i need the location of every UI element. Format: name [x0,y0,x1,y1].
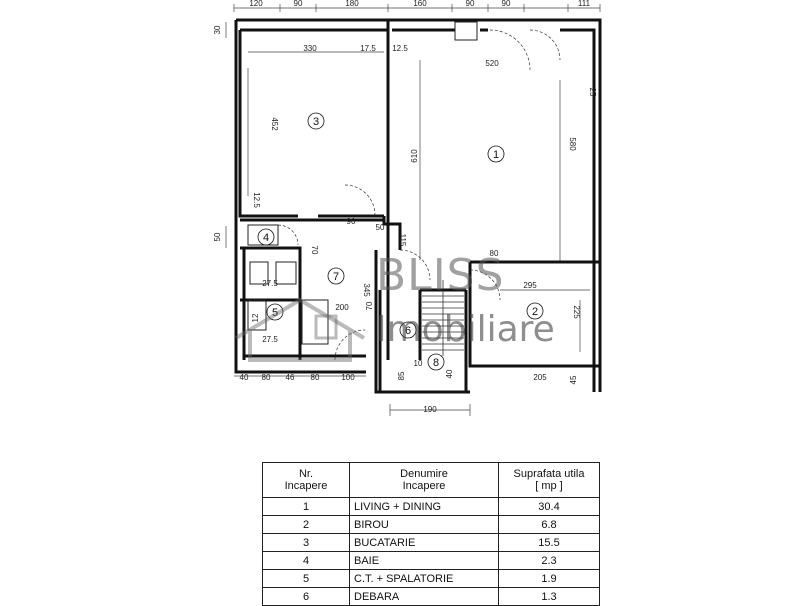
dim-27-5-upper: 27.5 [262,279,278,288]
house-logo-icon [234,297,366,362]
bottom-dim-3: 46 [286,373,295,382]
dim-610: 610 [410,149,419,163]
dim-45: 45 [569,375,578,384]
dim-70-upper: 70 [310,246,319,255]
room-5-label: 5 [272,307,278,319]
dim-295: 295 [523,281,537,290]
fixtures [247,21,478,345]
cell-name: C.T. + SPALATORIE [349,569,499,588]
watermark: BLISS Imobiliare [234,250,555,362]
dim-50: 50 [376,223,385,232]
top-dim-6: 90 [502,0,511,8]
cell-area: 2.3 [498,551,600,570]
header-nr: Nr. Incapere [262,462,350,498]
cell-name: BUCATARIE [349,533,499,552]
top-dim-1: 120 [249,0,263,8]
left-dim-1: 30 [213,25,222,34]
cell-nr: 1 [262,497,350,516]
cell-area: 1.3 [498,587,600,606]
cell-nr: 6 [262,587,350,606]
dim-70-lower: 70 [365,301,374,310]
cell-area: 15.5 [498,533,600,552]
cell-name: BAIE [349,551,499,570]
dim-17-5: 17.5 [360,44,376,53]
dim-10: 10 [414,359,423,368]
room-8-label: 8 [433,357,439,369]
top-dim-7: 111 [578,0,591,8]
cell-name: DEBARA [349,587,499,606]
header-name: Denumire Incapere [349,462,499,498]
watermark-line2: Imobiliare [376,309,555,350]
room-area-table: Nr. Incapere Denumire Incapere Suprafata… [262,462,600,606]
cell-nr: 4 [262,551,350,570]
cell-nr: 5 [262,569,350,588]
dim-520: 520 [485,59,499,68]
dimension-lines [225,4,601,416]
cell-area: 1.9 [498,569,600,588]
top-dim-5: 90 [466,0,475,8]
watermark-line1: BLISS [376,250,505,301]
door-swings [277,29,561,361]
cell-name: BIROU [349,515,499,534]
dim-12-5-left: 12.5 [252,192,261,208]
room-labels: 1 2 3 4 5 6 7 8 [257,112,544,371]
dim-200: 200 [335,303,349,312]
cell-area: 30.4 [498,497,600,516]
cell-nr: 2 [262,515,350,534]
room-2-label: 2 [532,306,538,318]
walls [234,18,602,394]
header-area: Suprafata utila [ mp ] [498,462,600,498]
bottom-total-dim: 190 [423,405,437,414]
top-dim-4: 160 [413,0,427,8]
stairs [422,280,464,356]
dim-40: 40 [445,369,454,378]
cell-area: 6.8 [498,515,600,534]
dim-85: 85 [397,371,406,380]
cell-name: LIVING + DINING [349,497,499,516]
bottom-dim-4: 80 [311,373,320,382]
dim-452: 452 [270,117,279,131]
room-1-label: 1 [493,149,499,161]
left-dim-2: 50 [213,232,222,241]
room-6-label: 6 [405,325,411,337]
top-dim-2: 90 [294,0,303,8]
bottom-dim-2: 80 [262,373,271,382]
dim-330: 330 [303,44,317,53]
dim-12: 12 [251,313,260,322]
cell-nr: 3 [262,533,350,552]
dim-27-5-lower: 27.5 [262,335,278,344]
room-7-label: 7 [333,271,339,283]
bottom-dim-1: 40 [240,373,249,382]
dimension-labels: 120 90 180 160 90 90 111 30 50 40 80 46 … [213,0,597,414]
dim-80: 80 [490,249,499,258]
dim-12-5-top: 12.5 [392,44,408,53]
table-header-row: Nr. Incapere Denumire Incapere Suprafata… [262,462,600,498]
dim-25: 25 [588,88,597,97]
top-dim-3: 180 [345,0,359,8]
room-3-label: 3 [313,116,319,128]
dim-580: 580 [568,137,577,151]
floor-plan: 120 90 180 160 90 90 111 30 50 40 80 46 … [213,0,602,416]
dim-205: 205 [533,373,547,382]
bottom-dim-5: 100 [341,373,355,382]
room-4-label: 4 [263,232,269,244]
dim-115: 115 [398,234,407,247]
dim-345: 345 [362,283,371,297]
dim-225: 225 [572,305,581,319]
dim-90: 90 [347,217,356,226]
